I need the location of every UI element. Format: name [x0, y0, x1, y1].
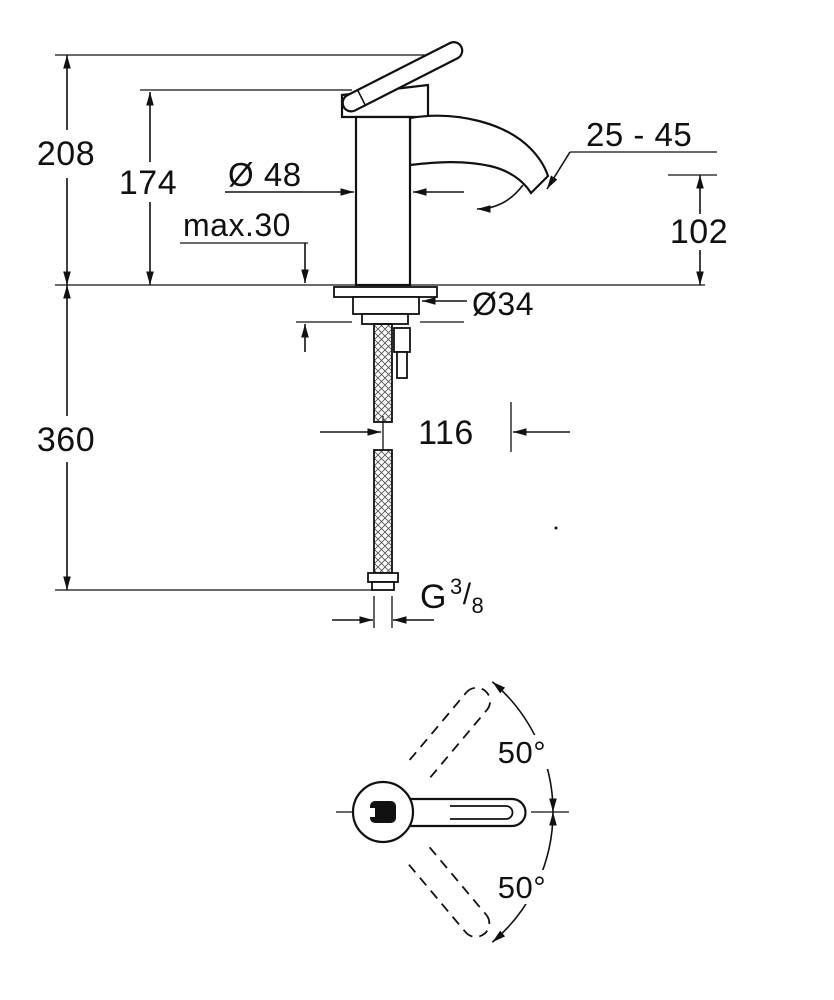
mounting-nut: [352, 296, 420, 315]
faucet-lever: [341, 41, 464, 113]
mounting-washer: [361, 313, 409, 325]
faucet-plan-outline: [351, 780, 527, 844]
lever-position-up: [408, 686, 491, 778]
faucet-outline: [340, 41, 550, 287]
cartridge-notch: [368, 808, 375, 817]
dim-projection-label: 116: [418, 414, 474, 452]
hose-connector-nut: [367, 572, 399, 583]
supply-hose: [367, 323, 399, 591]
lever-dashed-positions: [408, 686, 491, 938]
hose-segment-lower: [373, 449, 393, 574]
lever-position-down: [408, 846, 491, 938]
dim-body-diameter-label: Ø 48: [228, 156, 302, 193]
dim-total-height-label: 208: [37, 135, 95, 173]
fixing-stud-upper: [393, 327, 411, 353]
print-speck: [554, 526, 558, 530]
cartridge-hole: [370, 801, 396, 823]
dim-hose-length-label: 360: [37, 421, 95, 459]
aerator-leader-arrow: [546, 151, 571, 190]
swing-angle-labels: 50° 50°: [495, 735, 550, 905]
fixing-stud-lower: [396, 351, 408, 379]
dimension-labels: 208 174 Ø 48 max.30 25 - 45 102 Ø34 360 …: [37, 116, 728, 618]
faucet-body: [354, 115, 412, 287]
dim-aerator-range-label: 25 - 45: [586, 116, 692, 153]
dim-body-height-label: 174: [119, 164, 177, 202]
base-flange: [333, 286, 438, 298]
swing-angle-lower-label: 50°: [498, 870, 546, 905]
label-backer-lower: [495, 870, 550, 904]
top-view: 50° 50°: [336, 681, 569, 943]
flow-direction-arrow: [476, 184, 524, 213]
side-view: 208 174 Ø 48 max.30 25 - 45 102 Ø34 360 …: [37, 41, 728, 628]
dim-spout-height-label: 102: [670, 213, 728, 251]
mounting-hardware: [333, 286, 438, 379]
lever-joint-line: [356, 89, 367, 106]
swing-angle-upper-label: 50°: [498, 735, 546, 770]
hose-segment-upper: [373, 323, 393, 423]
dimension-lines: [63, 55, 704, 624]
faucet-spout: [408, 114, 550, 195]
lever-plan-inner: [450, 805, 514, 820]
label-backer-upper: [495, 735, 550, 769]
dim-hole-diameter-label: Ø34: [472, 286, 534, 322]
lever-plan-outer: [409, 797, 527, 828]
dim-max-deck-label: max.30: [183, 207, 291, 243]
hose-connector-thread: [371, 581, 395, 591]
lever-handle: [341, 41, 464, 113]
